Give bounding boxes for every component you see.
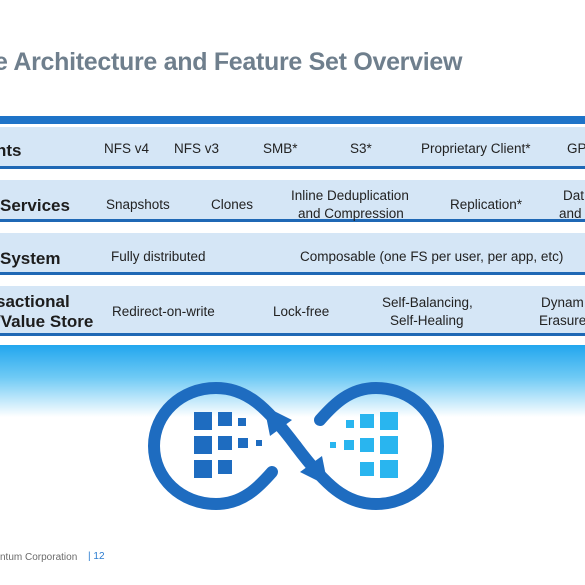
cell-dedup-line2: and Compression (298, 206, 404, 221)
table-row-clients: nts NFS v4 NFS v3 SMB* S3* Proprietary C… (0, 125, 585, 169)
table-row-data-services: Services Snapshots Clones Inline Dedupli… (0, 178, 585, 222)
footer-page-number: | 12 (88, 551, 105, 562)
cell-composable: Composable (one FS per user, per app, et… (300, 249, 564, 264)
cell-smb: SMB* (263, 141, 298, 156)
cell-lock-free: Lock-free (273, 304, 330, 319)
blue-gradient-band (0, 345, 585, 417)
cell-self-healing: Self-Healing (390, 313, 464, 328)
cell-erasure-partial: Erasure (539, 313, 585, 328)
row-label-transactional: sactional (0, 292, 70, 311)
cell-proprietary-client: Proprietary Client* (421, 141, 531, 156)
cell-and-partial: and (559, 206, 582, 221)
footer-company: ntum Corporation (0, 552, 78, 563)
slide-title: e Architecture and Feature Set Overview (0, 48, 463, 76)
cell-fully-distributed: Fully distributed (111, 249, 206, 264)
cell-gp: GP (567, 141, 585, 156)
row-label-services: Services (0, 196, 70, 215)
row-label-value-store: /Value Store (0, 312, 94, 331)
cell-snapshots: Snapshots (106, 197, 170, 212)
infinity-logo-icon (146, 376, 446, 521)
cell-redirect-on-write: Redirect-on-write (112, 304, 215, 319)
table-row-file-system: System Fully distributed Composable (one… (0, 231, 585, 275)
cell-dedup-line1: Inline Deduplication (291, 188, 409, 203)
row-label-system: System (0, 249, 61, 268)
cell-s3: S3* (350, 141, 372, 156)
row-label-clients: nts (0, 141, 22, 160)
cell-clones: Clones (211, 197, 254, 212)
table-row-kv-store: sactional /Value Store Redirect-on-write… (0, 284, 585, 336)
cell-nfs-v3: NFS v3 (174, 141, 220, 156)
cell-nfs-v4: NFS v4 (104, 141, 150, 156)
cell-data-partial: Dat (563, 188, 585, 203)
table-top-bar (0, 116, 585, 124)
cell-dynamic-partial: Dynam (541, 295, 584, 310)
cell-replication: Replication* (450, 197, 523, 212)
cell-self-balancing: Self-Balancing, (382, 295, 473, 310)
